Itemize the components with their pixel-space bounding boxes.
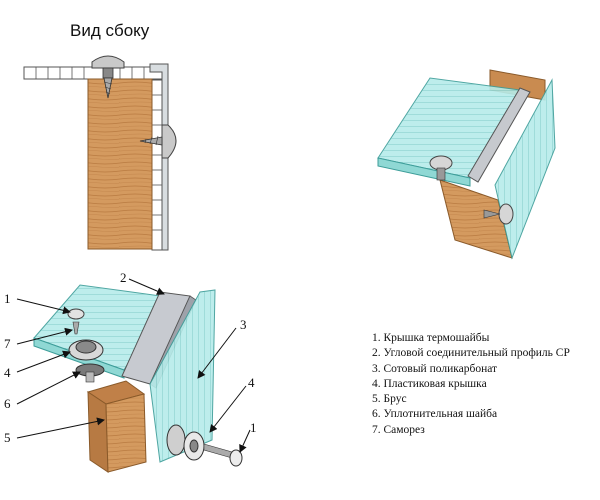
exploded-view [33, 284, 243, 473]
legend-item: 6. Уплотнительная шайба [372, 408, 498, 421]
exploded-side-fastener [166, 424, 243, 467]
exploded-top-fastener [67, 308, 105, 383]
leader-lines [16, 278, 251, 453]
callout-5: 5 [4, 430, 11, 445]
callout-4-left: 4 [4, 365, 11, 380]
legend-item: 4. Пластиковая крышка [372, 377, 487, 390]
callout-3: 3 [240, 317, 247, 332]
parts-legend: 1. Крышка термошайбы 2. Угловой соединит… [372, 331, 570, 438]
side-view-wood-beam [87, 78, 153, 250]
assembled-view [377, 69, 556, 260]
exploded-vertical-sheet [149, 289, 216, 463]
callout-1-top: 1 [4, 291, 11, 306]
assembled-corner-profile [467, 87, 531, 183]
legend-item: 7. Саморез [372, 423, 425, 436]
exploded-wood-beam [86, 380, 147, 473]
side-view-title: Вид сбоку [70, 21, 150, 40]
legend-item: 1. Крышка термошайбы [372, 332, 490, 344]
side-view-side-screw [139, 124, 177, 159]
callout-7: 7 [4, 336, 11, 351]
callout-6: 6 [4, 396, 11, 411]
assembled-side-screw [483, 203, 514, 225]
side-view-top-screw [91, 55, 125, 99]
callout-4-right: 4 [248, 375, 255, 390]
assembled-top-screw [429, 155, 453, 181]
legend-item: 2. Угловой соединительный профиль СР [372, 347, 570, 360]
side-view-top-sheet [23, 66, 163, 80]
callout-1-right: 1 [250, 420, 257, 435]
legend-item: 5. Брус [372, 393, 407, 406]
side-view [23, 55, 177, 251]
side-view-vertical-sheet [151, 79, 163, 251]
legend-item: 3. Сотовый поликарбонат [372, 362, 498, 375]
callout-2: 2 [120, 270, 127, 285]
